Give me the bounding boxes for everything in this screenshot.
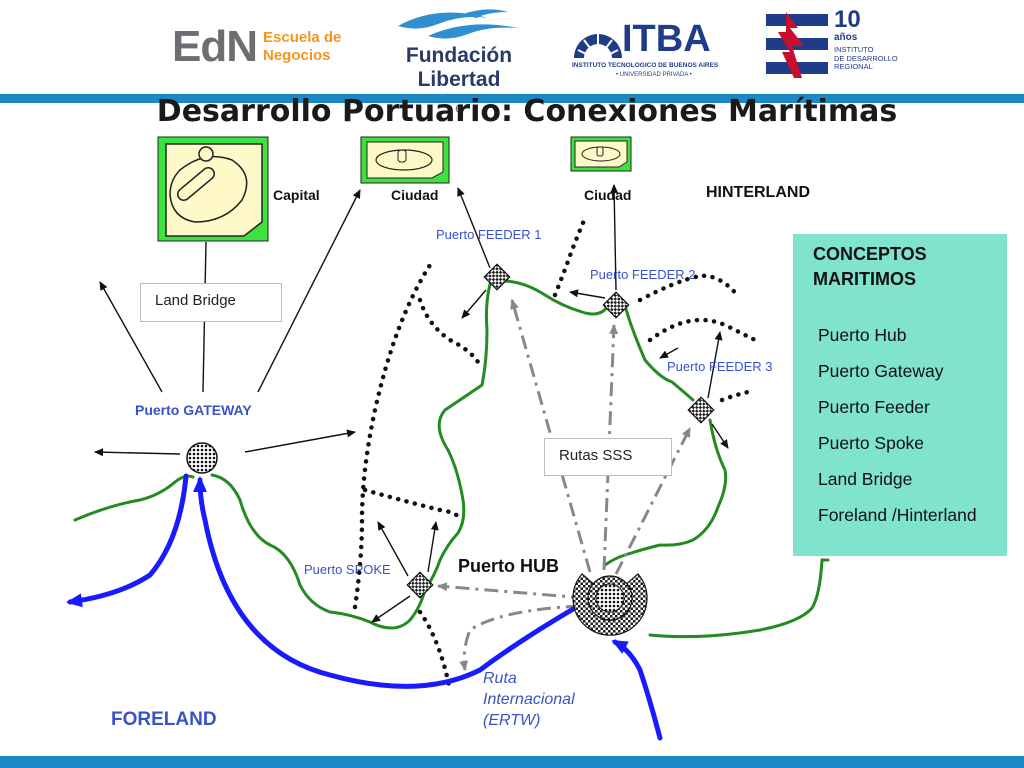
dotted-land-routes (352, 215, 758, 693)
panel-heading-1: CONCEPTOS (813, 244, 927, 264)
label-ciudad-2: Ciudad (584, 187, 632, 203)
panel-heading-2: MARITIMOS (813, 269, 916, 289)
page-title: Desarrollo Portuario: Conexiones Marítim… (156, 94, 898, 129)
idr-inst1: INSTITUTO (834, 45, 874, 54)
itba-name: ITBA (622, 18, 711, 60)
spoke-port-icon (406, 571, 434, 599)
label-feeder-1: Puerto FEEDER 1 (436, 227, 542, 242)
international-route (66, 473, 663, 741)
feeder-port-1-icon (483, 263, 511, 291)
top-accent-bar (0, 94, 1024, 103)
label-gateway: Puerto GATEWAY (135, 402, 252, 418)
concepts-panel: CONCEPTOS MARITIMOS Puerto Hub Puerto Ga… (793, 234, 1007, 556)
concept-item: Foreland /Hinterland (818, 505, 977, 525)
label-capital: Capital (273, 187, 320, 203)
idr-emblem-icon (766, 12, 828, 78)
concept-item: Puerto Spoke (818, 433, 925, 453)
idr-inst2: DE DESARROLLO (834, 53, 898, 63)
label-feeder-2: Puerto FEEDER 2 (590, 267, 696, 282)
itba-subtitle2: • UNIVERSIDAD PRIVADA • (616, 72, 692, 78)
gateway-port-icon (186, 442, 218, 474)
idr-inst3: REGIONAL (834, 62, 873, 71)
label-feeder-3: Puerto FEEDER 3 (667, 359, 773, 374)
itba-logo: ITBA INSTITUTO TECNOLOGICO DE BUENOS AIR… (566, 16, 748, 78)
feeder-port-3-icon (687, 396, 715, 424)
hub-port-icon (572, 573, 648, 636)
label-international-route: Ruta Internacional (ERTW) (483, 670, 575, 729)
concept-item: Puerto Hub (818, 325, 907, 345)
fundacion-name: Fundación Libertad (405, 44, 513, 91)
land-bridge-box: Land Bridge (140, 283, 282, 322)
itba-subtitle: INSTITUTO TECNOLOGICO DE BUENOS AIRES (572, 62, 719, 69)
label-hinterland: HINTERLAND (706, 184, 810, 201)
city-icon-2 (570, 136, 632, 172)
idr-years-word: años (834, 32, 858, 43)
concept-item: Puerto Gateway (818, 361, 944, 381)
capital-city-icon (157, 136, 269, 242)
rutas-sss-box: Rutas SSS (544, 438, 672, 476)
idr-logo: 10 años INSTITUTO DE DESARROLLO REGIONAL (764, 6, 914, 84)
edn-logo: EdN Escuela de Negocios (172, 22, 362, 72)
city-icon-1 (360, 136, 450, 184)
concept-item: Land Bridge (818, 469, 913, 489)
edn-line1: Escuela de (263, 29, 342, 46)
itba-emblem-icon (574, 34, 622, 58)
label-spoke: Puerto SPOKE (304, 562, 391, 577)
concept-item: Puerto Feeder (818, 397, 930, 417)
edn-line2: Negocios (263, 47, 331, 64)
edn-initials: EdN (172, 22, 258, 71)
bottom-accent-bar (0, 756, 1024, 768)
idr-years: 10 (834, 6, 861, 33)
label-ciudad-1: Ciudad (391, 187, 439, 203)
label-hub: Puerto HUB (458, 556, 560, 576)
wave-icon (398, 9, 518, 39)
label-foreland: FORELAND (111, 709, 217, 730)
feeder-port-2-icon (602, 291, 630, 319)
land-arrows (94, 184, 729, 623)
